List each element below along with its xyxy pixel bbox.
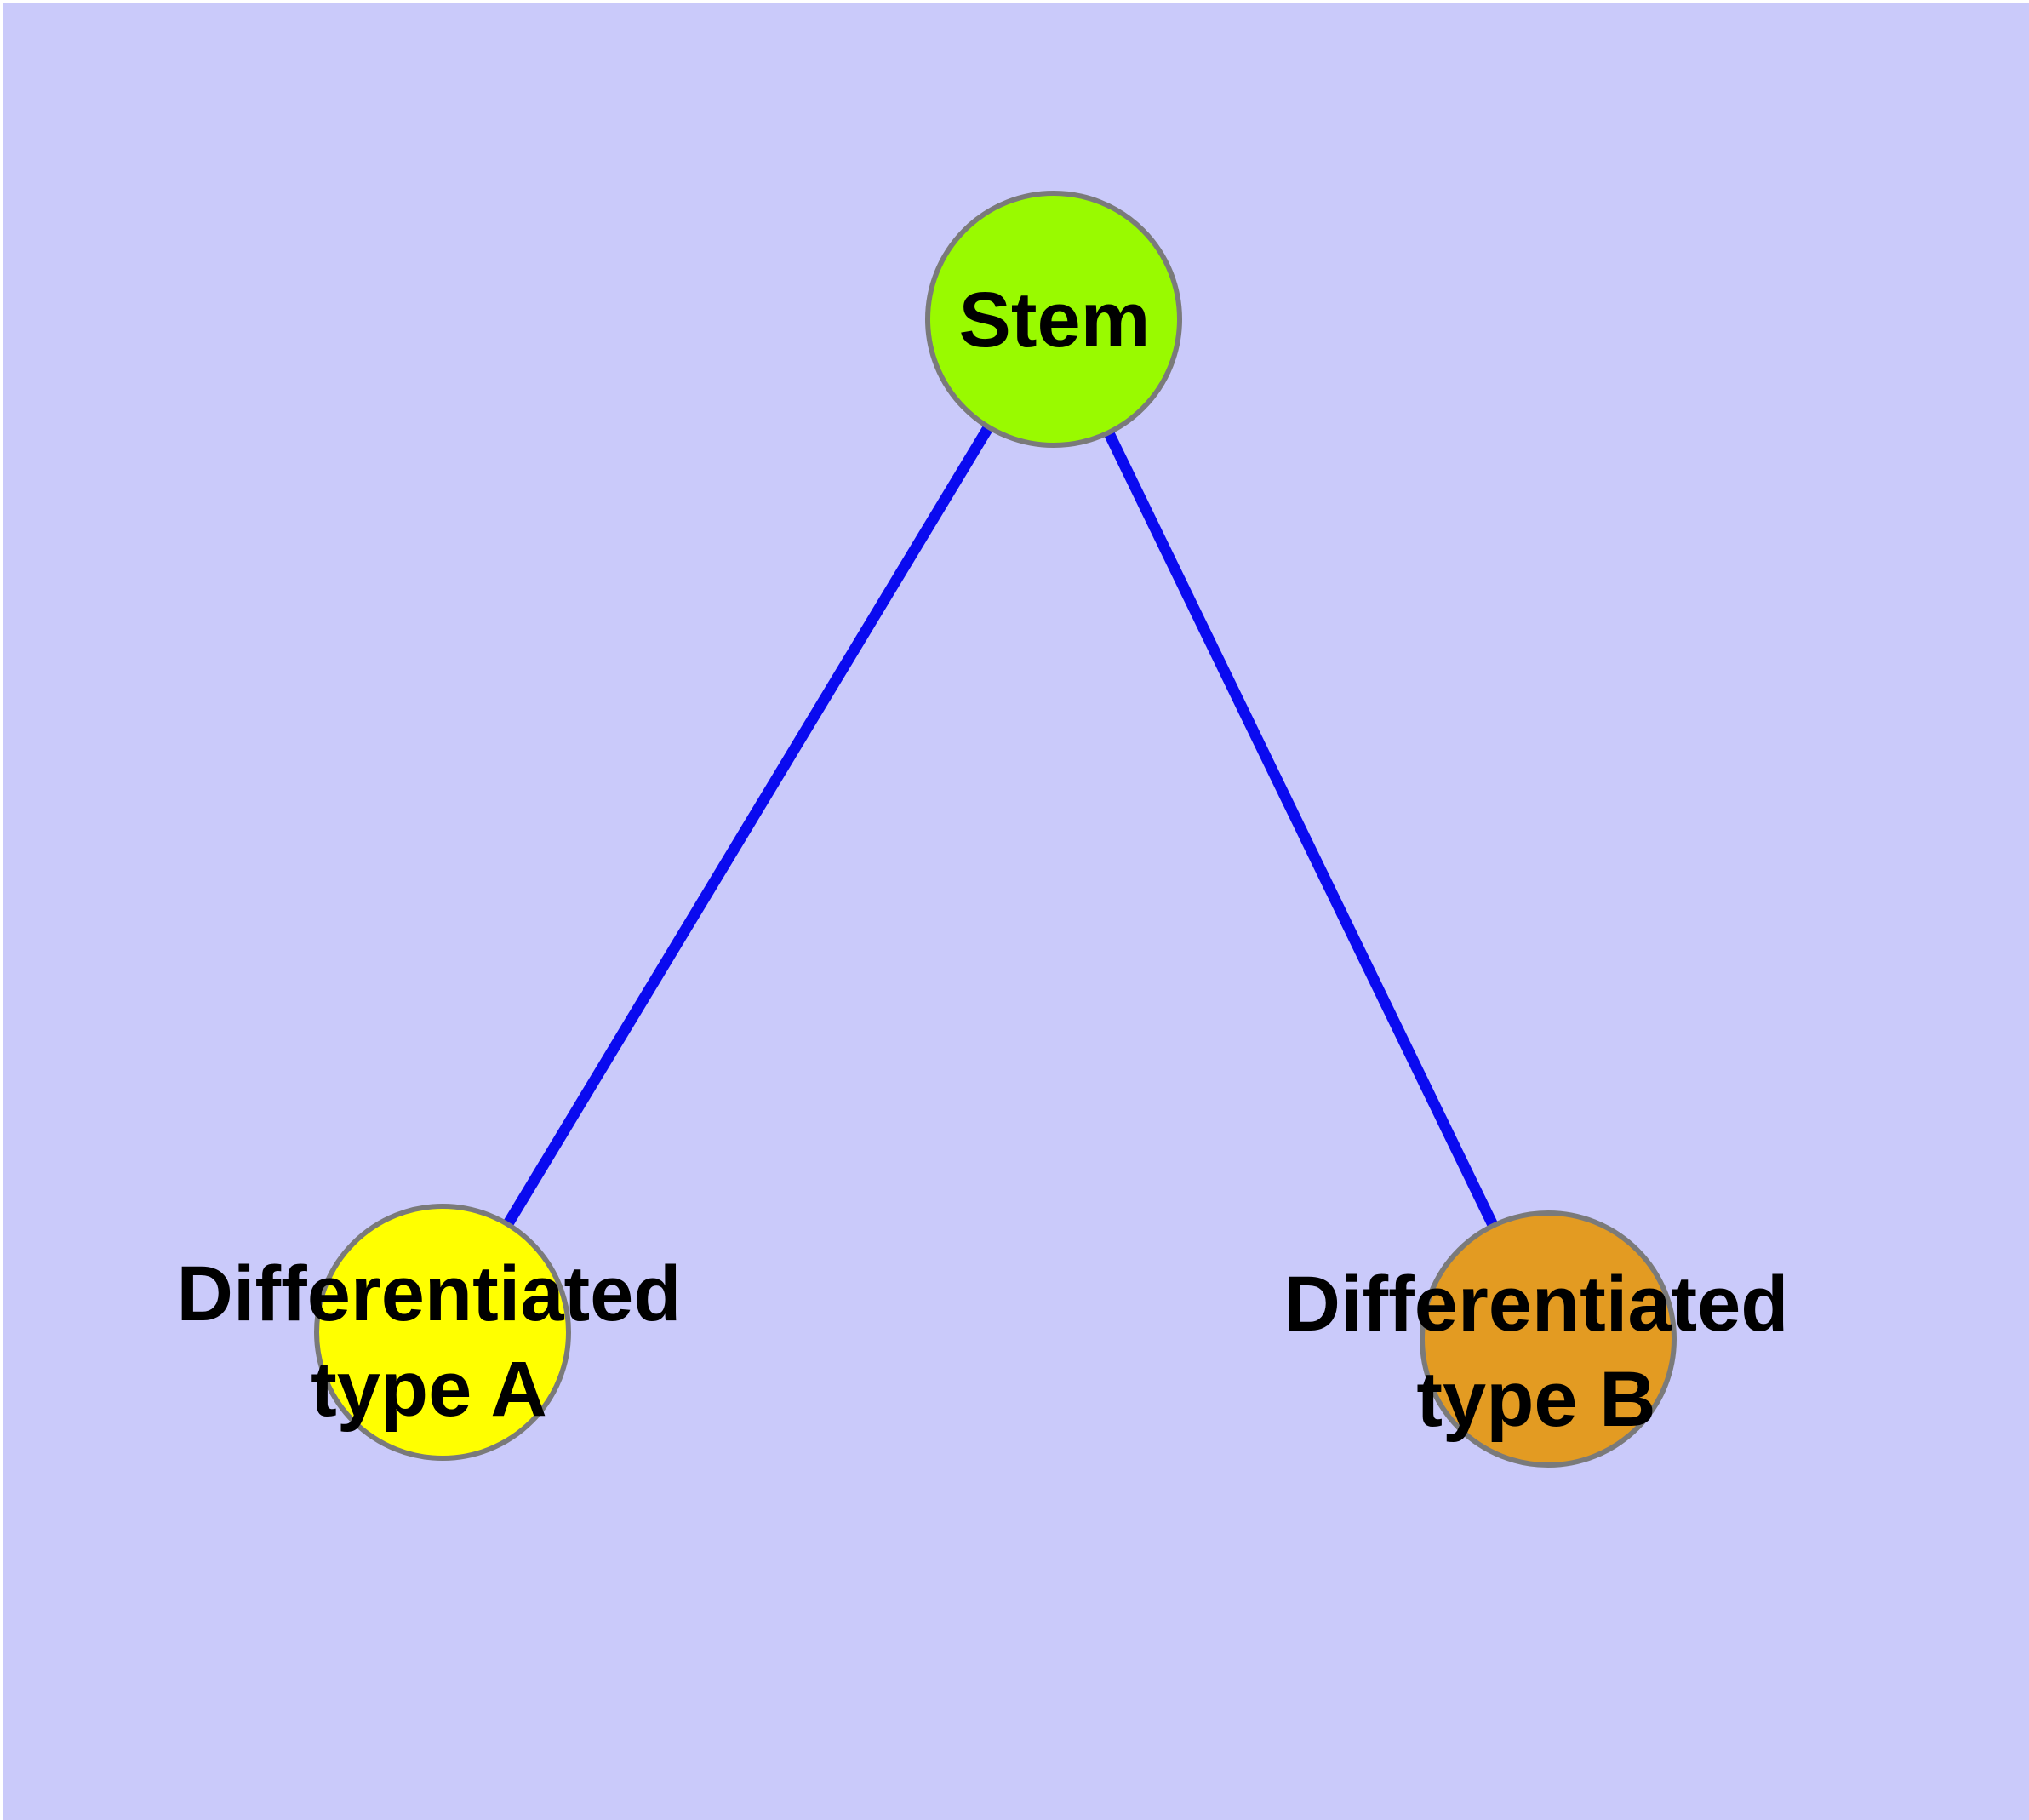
edge-stem-to-type-b (1049, 317, 1553, 1342)
edge-stem-to-type-a (437, 316, 1059, 1336)
node-differentiated-type-a (314, 1204, 571, 1461)
node-stem-label: Stem (958, 276, 1151, 363)
node-stem (925, 191, 1182, 448)
edge-layer (437, 316, 1553, 1342)
node-differentiated-type-b-label: Differentiated type B (1283, 1260, 1789, 1443)
node-differentiated-type-a-label: Differentiated type A (176, 1250, 682, 1433)
node-differentiated-type-b (1420, 1210, 1677, 1468)
diagram-canvas: Stem Differentiated type A Differentiate… (3, 3, 2029, 1820)
